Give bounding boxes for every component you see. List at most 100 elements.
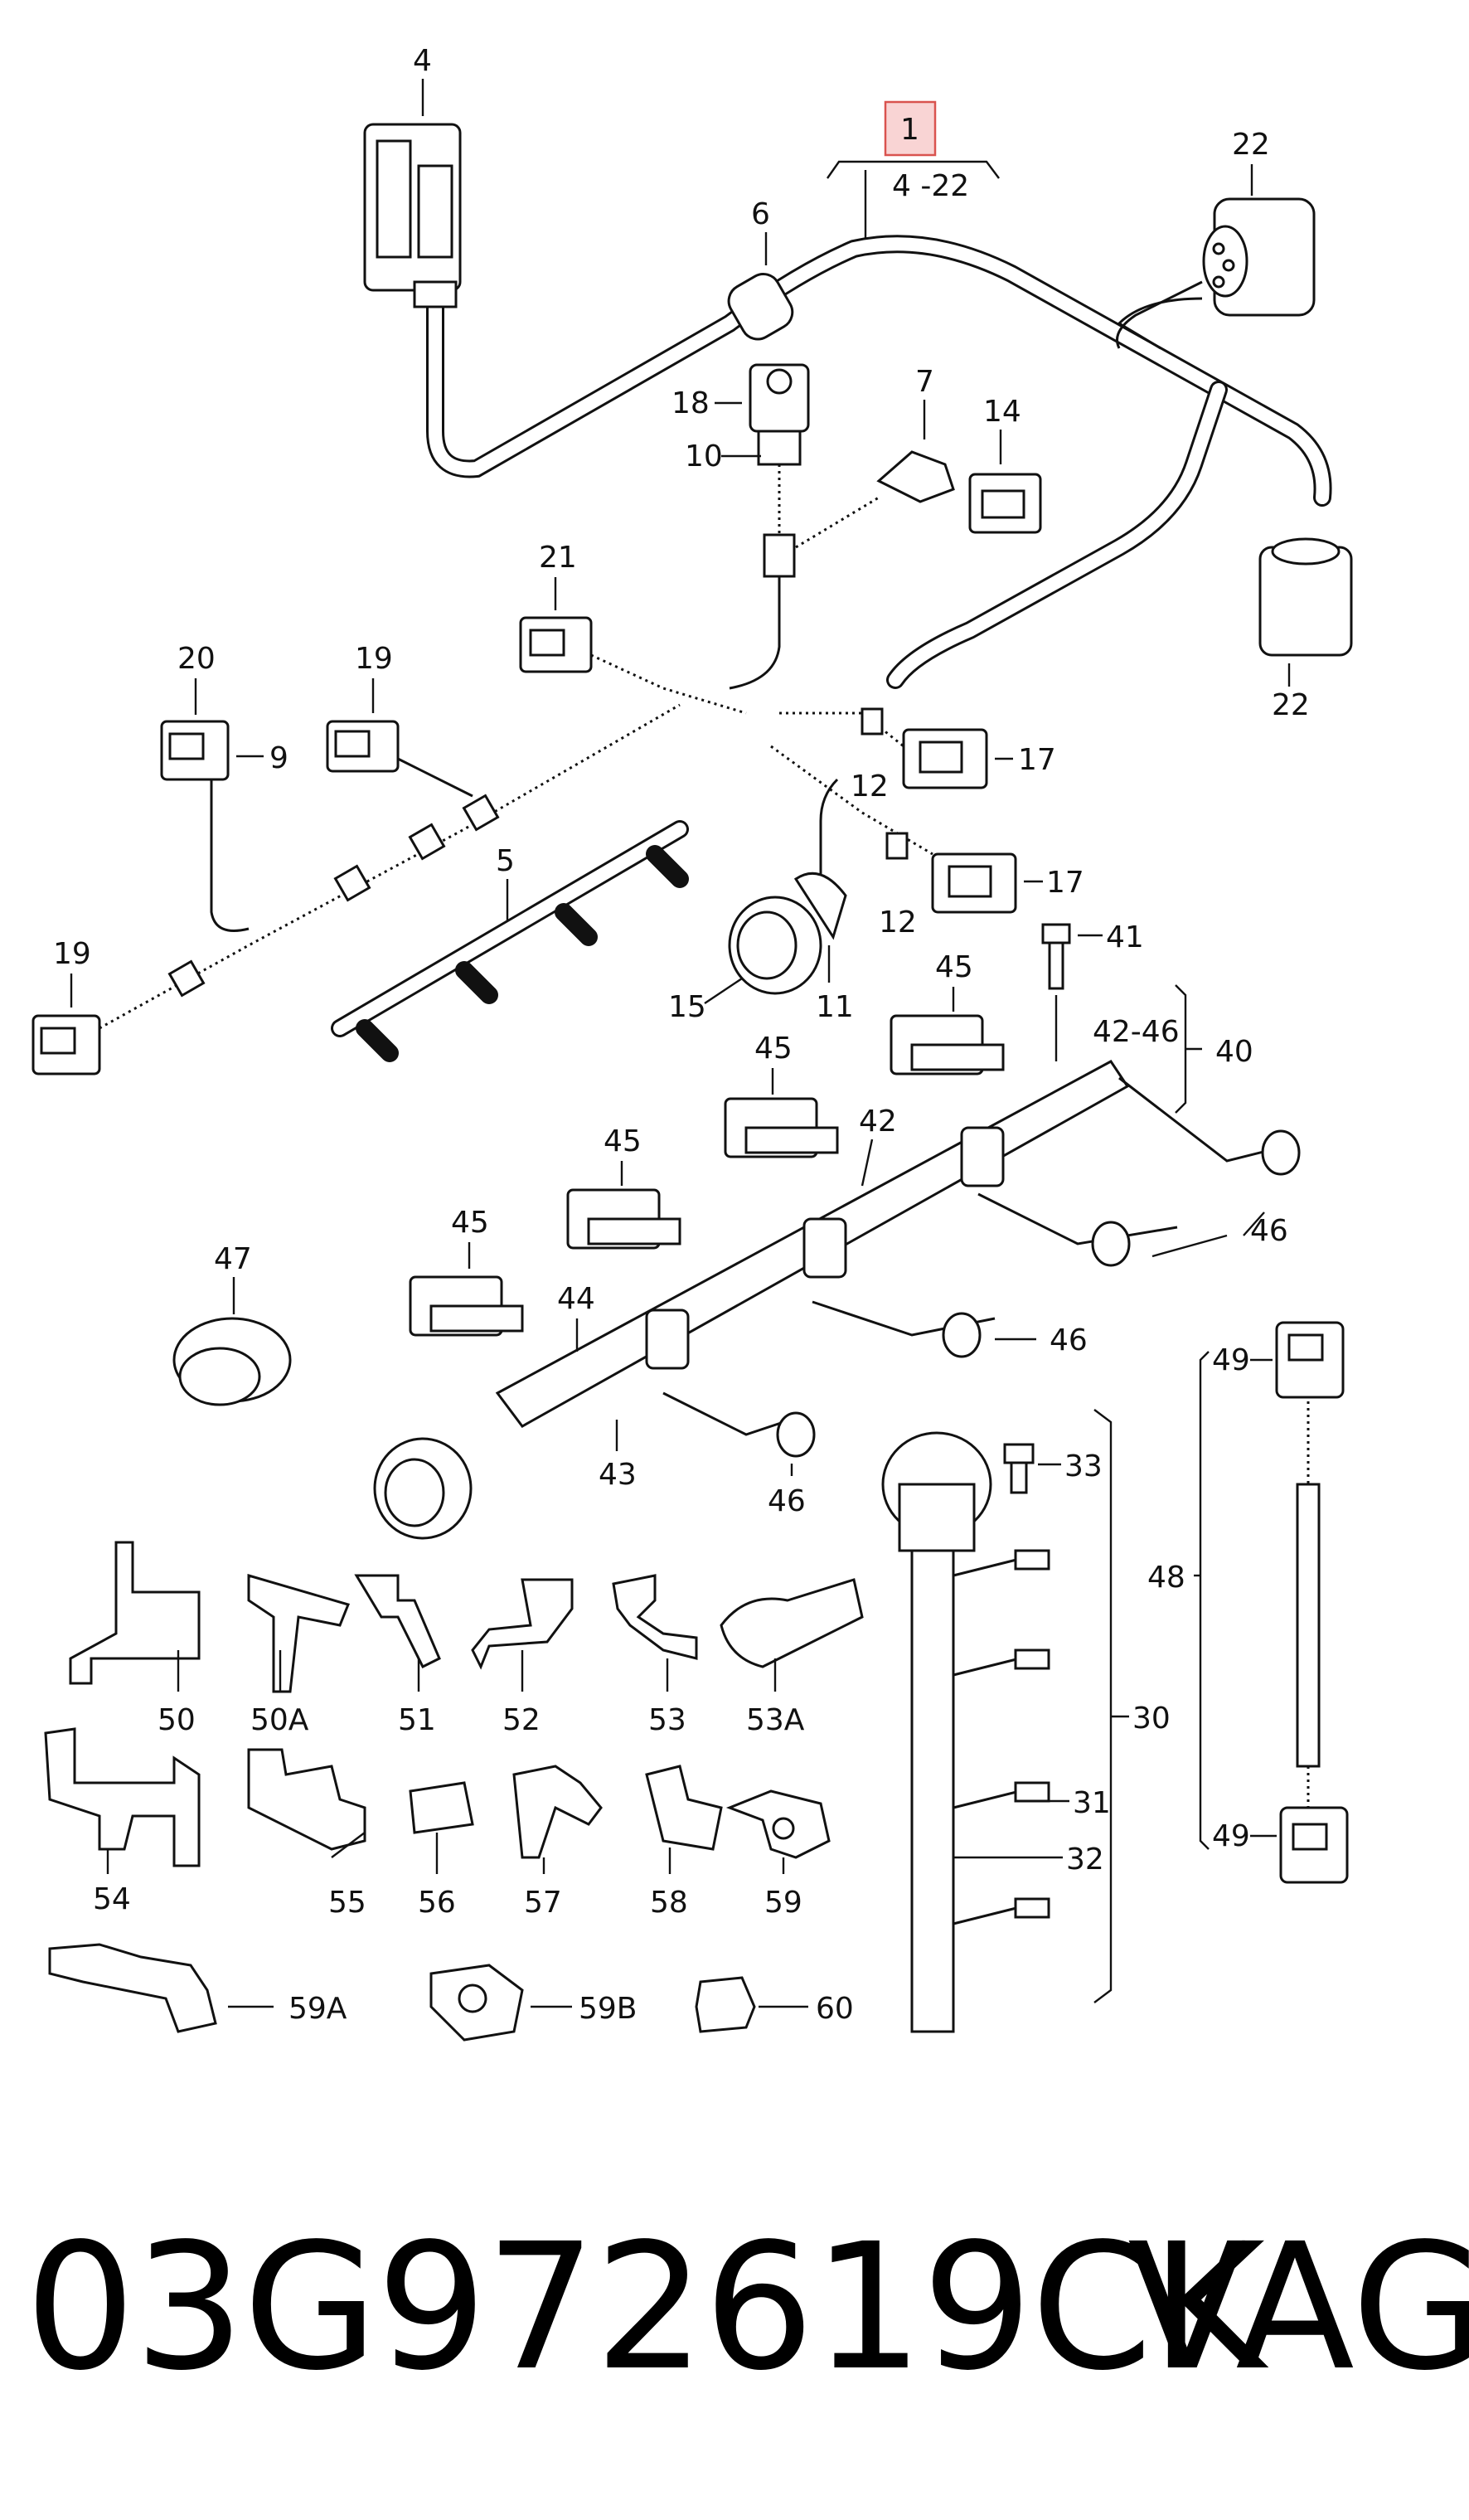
part-46-sensor-a[interactable]: 46 xyxy=(1243,1129,1301,1248)
label-12-b: 12 xyxy=(879,906,917,940)
part-17-connector-b[interactable]: 17 xyxy=(931,852,1084,914)
label-17-a: 17 xyxy=(1018,743,1056,777)
label-47: 47 xyxy=(214,1242,252,1276)
part-14-connector[interactable]: 14 xyxy=(968,395,1042,534)
bracket-4-22 xyxy=(827,160,1000,179)
label-21: 21 xyxy=(539,541,577,575)
part-19-connector-a[interactable]: 19 xyxy=(326,642,473,798)
part-10-wire[interactable]: 10 xyxy=(685,439,796,690)
part-22-connector-bottom[interactable]: 22 xyxy=(1258,537,1353,722)
part-50A-clip[interactable]: 50A xyxy=(247,1574,351,1737)
label-1: 1 xyxy=(900,113,919,147)
label-48: 48 xyxy=(1147,1561,1185,1595)
part-4-connector[interactable]: 4 xyxy=(363,44,462,308)
label-46-b: 46 xyxy=(1050,1323,1088,1357)
part-45-coil-a[interactable]: 45 xyxy=(890,950,1005,1075)
part-9-wire[interactable]: 9 xyxy=(210,741,288,932)
label-22-bottom: 22 xyxy=(1272,688,1310,722)
label-46-a: 46 xyxy=(1250,1214,1288,1248)
part-45-coil-b[interactable]: 45 xyxy=(724,1032,839,1158)
part-12-wires[interactable]: 12 12 xyxy=(770,707,933,940)
part-55-bracket[interactable]: 55 xyxy=(247,1748,366,1920)
label-58: 58 xyxy=(650,1886,688,1920)
part-32-wire[interactable]: 32 xyxy=(953,1843,1104,1877)
part-15-grommet[interactable]: 15 xyxy=(668,896,822,1024)
label-7: 7 xyxy=(915,365,934,399)
label-57: 57 xyxy=(524,1886,562,1920)
label-14: 14 xyxy=(983,395,1021,429)
label-60: 60 xyxy=(816,1992,854,2026)
part-44-clip[interactable]: 44 xyxy=(557,1282,595,1352)
label-54: 54 xyxy=(93,1882,131,1916)
part-45-coil-d[interactable]: 45 xyxy=(409,1206,524,1337)
part-56-clip[interactable]: 56 xyxy=(409,1781,474,1920)
label-32: 32 xyxy=(1066,1843,1104,1877)
part-5-rail[interactable]: 5 xyxy=(331,820,689,1062)
brand-name: VAG xyxy=(1127,2206,1469,2409)
label-40: 40 xyxy=(1215,1035,1253,1069)
part-41-bolt[interactable]: 41 xyxy=(1041,920,1144,1061)
part-48-harness[interactable]: 48 xyxy=(1147,1351,1321,1850)
label-53: 53 xyxy=(648,1703,686,1737)
label-15: 15 xyxy=(668,990,706,1024)
part-11-wire[interactable]: 11 xyxy=(793,778,854,1024)
part-49-connector-top[interactable]: 49 xyxy=(1212,1321,1345,1399)
label-6: 6 xyxy=(751,197,770,231)
label-44: 44 xyxy=(557,1282,595,1316)
label-51: 51 xyxy=(398,1703,436,1737)
part-21-connector[interactable]: 21 xyxy=(519,541,747,715)
label-46-c: 46 xyxy=(768,1484,806,1518)
part-1-callout[interactable]: 1 4 -22 xyxy=(827,100,1000,240)
harness-branch-left xyxy=(99,703,681,1030)
part-57-bracket[interactable]: 57 xyxy=(512,1765,603,1920)
part-59A-bracket[interactable]: 59A xyxy=(48,1943,347,2033)
part-43-connector[interactable]: 43 xyxy=(373,1420,637,1540)
label-50: 50 xyxy=(158,1703,196,1737)
part-53-bracket[interactable]: 53 xyxy=(612,1574,698,1737)
part-47-grommet[interactable]: 47 xyxy=(172,1242,292,1406)
label-9: 9 xyxy=(269,741,288,775)
part-17-connector-a[interactable]: 17 xyxy=(902,728,1056,789)
part-59B-clip[interactable]: 59B xyxy=(429,1964,638,2042)
part-58-clip[interactable]: 58 xyxy=(645,1765,723,1920)
part-54-bracket[interactable]: 54 xyxy=(44,1727,201,1916)
part-49-connector-bottom[interactable]: 49 xyxy=(1212,1806,1349,1884)
trunk-sleeve xyxy=(727,273,794,341)
label-53A: 53A xyxy=(746,1703,805,1737)
label-31: 31 xyxy=(1073,1786,1111,1820)
label-22-top: 22 xyxy=(1232,128,1270,162)
label-59B: 59B xyxy=(579,1992,638,2026)
part-53A-cover[interactable]: 53A xyxy=(720,1578,864,1737)
label-52: 52 xyxy=(502,1703,541,1737)
part-30-harness[interactable]: 30 xyxy=(881,1409,1171,2033)
part-7-wire[interactable]: 7 xyxy=(795,365,955,549)
part-46-sensor-b[interactable] xyxy=(1091,1221,1228,1267)
part-31-wire[interactable]: 31 xyxy=(1045,1786,1111,1820)
part-46-sensor-c[interactable]: 46 xyxy=(942,1312,1088,1358)
part-45-coil-c[interactable]: 45 xyxy=(566,1124,681,1250)
label-19-a: 19 xyxy=(355,642,393,676)
label-5: 5 xyxy=(496,844,515,878)
part-40-ignition-harness[interactable]: 42-46 40 42 xyxy=(495,984,1294,1436)
part-33-bolt[interactable]: 33 xyxy=(1003,1443,1103,1494)
part-number: 03G972619CK xyxy=(25,2206,1265,2409)
part-19-connector-b[interactable]: 19 xyxy=(32,937,101,1075)
part-60-clip[interactable]: 60 xyxy=(695,1976,854,2033)
part-50-bracket[interactable]: 50 xyxy=(69,1541,201,1737)
label-43: 43 xyxy=(599,1458,637,1492)
part-52-bracket[interactable]: 52 xyxy=(471,1578,574,1737)
part-20-connector[interactable]: 20 xyxy=(160,642,230,781)
label-45-c: 45 xyxy=(604,1124,642,1158)
label-4: 4 xyxy=(413,44,432,78)
part-51-bracket[interactable]: 51 xyxy=(354,1574,441,1737)
part-22-connector-top[interactable]: 22 xyxy=(1116,128,1316,349)
part-59-bracket[interactable]: 59 xyxy=(725,1789,831,1920)
label-56: 56 xyxy=(418,1886,456,1920)
label-11: 11 xyxy=(816,990,854,1024)
part-46-sensor-d[interactable]: 46 xyxy=(768,1411,816,1518)
harness-trunk xyxy=(426,235,1332,689)
label-41: 41 xyxy=(1106,920,1144,954)
label-33: 33 xyxy=(1064,1449,1103,1483)
part-18-connector[interactable]: 18 xyxy=(671,363,810,466)
